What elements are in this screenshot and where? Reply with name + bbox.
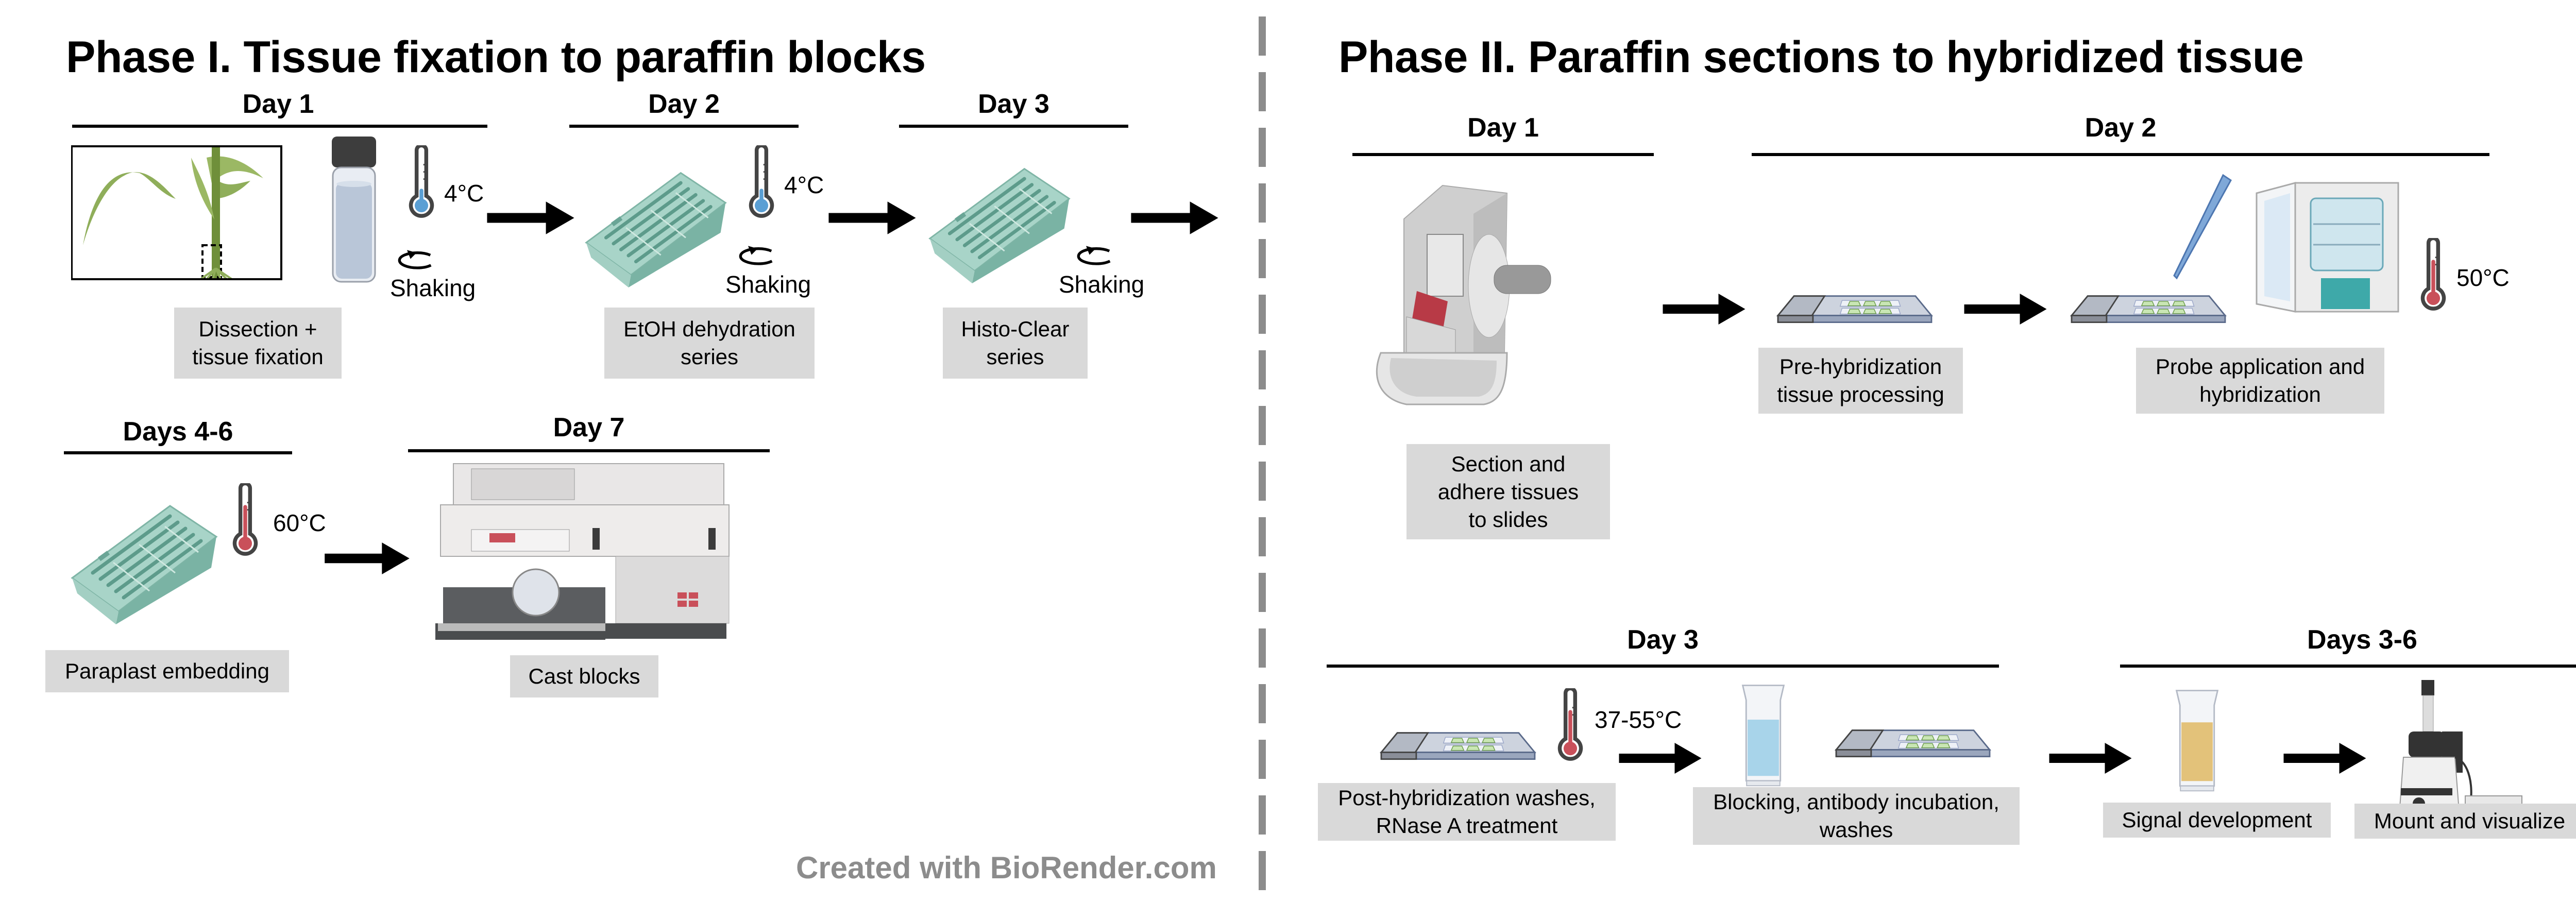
phase1-step3-label: Histo-Clear series [943,308,1088,379]
thermometer-hot-icon [2419,238,2448,315]
label-line: adhere tissues [1437,479,1579,504]
label-line: Histo-Clear [961,317,1070,341]
phase2-day3-rule [1327,665,1999,668]
shaking-icon [397,246,438,271]
phase1-step2-label: EtOH dehydration series [604,308,815,379]
label-line: Probe application and [2155,354,2365,379]
shaking-icon [738,242,779,267]
label-line: tissue fixation [192,345,324,369]
phase2-step3-label: Probe application and hybridization [2136,348,2384,414]
label-line: Post-hybridization washes, [1338,786,1596,810]
embedding-station-icon [435,463,750,640]
phase2-step4-label: Post-hybridization washes, RNase A treat… [1318,783,1616,841]
arrow-icon [1662,291,1747,327]
label-line: Signal development [2122,808,2312,832]
phase2-day3-heading: Day 3 [1627,625,1699,655]
cassette-icon [67,501,222,624]
phase1-day7-rule [408,449,770,452]
phase2-day2-temperature: 50°C [2456,264,2510,291]
phase2-day1-rule [1352,153,1654,156]
staining-jar-yellow-icon [2173,684,2222,795]
label-line: series [986,345,1044,369]
arrow-icon [2048,740,2133,776]
label-line: Section and [1451,451,1566,476]
phase1-day4-6-temperature: 60°C [273,509,326,536]
incubator-icon [2254,182,2403,313]
label-line: EtOH dehydration [623,317,795,341]
phase1-day1-rule [72,125,487,128]
phase2-day2-heading: Day 2 [2084,113,2157,143]
phase2-day3-6-rule [2120,665,2576,668]
pipette-icon [2173,174,2232,280]
arrow-icon [487,199,574,237]
phase2-step6-label: Signal development [2103,803,2331,838]
phase2-step1-label: Section and adhere tissues to slides [1406,444,1610,539]
label-line: hybridization [2199,382,2321,406]
cassette-icon [581,168,731,287]
label-line: Pre-hybridization [1779,354,1942,379]
phase2-step7-label: Mount and visualize [2354,804,2576,839]
thermometer-cold-icon [747,145,776,223]
shaking-icon [1076,242,1117,267]
label-line: washes [1819,818,1893,842]
label-line: RNase A treatment [1376,813,1558,838]
phase1-day1-heading: Day 1 [242,89,314,119]
phase1-day2-condition: Shaking [725,271,811,298]
phase1-step4-label: Paraplast embedding [45,650,289,692]
phase2-day2-rule [1752,153,2489,156]
slide-icon [2063,294,2233,328]
phase1-day2-temperature: 4°C [784,172,824,198]
phase1-step1-label: Dissection + tissue fixation [174,308,342,379]
arrow-icon [325,540,410,577]
arrow-icon [1618,740,1703,776]
arrow-icon [1963,291,2048,327]
maize-plant-icon [71,145,282,280]
phase1-day3-rule [899,125,1128,128]
phase1-day1-condition: Shaking [390,275,476,301]
biorender-watermark: Created with BioRender.com [796,850,1217,885]
phase1-step5-label: Cast blocks [510,655,658,697]
label-line: Paraplast embedding [65,659,269,683]
phase1-day3-condition: Shaking [1059,271,1145,298]
cassette-icon [925,164,1074,283]
arrow-icon [2282,740,2367,776]
phase-divider [1259,16,1266,892]
phase1-day7-heading: Day 7 [553,413,625,443]
phase2-day3-6-heading: Days 3-6 [2307,625,2417,655]
phase1-day4-6-rule [64,451,292,454]
thermometer-cold-icon [407,145,436,223]
slide-icon [1828,728,1998,762]
phase1-day2-rule [569,125,799,128]
arrow-icon [828,199,916,237]
label-line: tissue processing [1777,382,1944,406]
phase2-step2-label: Pre-hybridization tissue processing [1758,348,1963,414]
label-line: series [680,345,739,369]
slide-icon [1770,294,1940,328]
thermometer-hot-icon [231,483,260,560]
vial-icon [326,137,382,286]
phase2-day1-heading: Day 1 [1467,113,1539,143]
thermometer-hot-icon [1556,688,1585,765]
phase1-day4-6-heading: Days 4-6 [123,417,233,447]
phase1-day2-heading: Day 2 [648,89,720,119]
slide-icon [1373,730,1543,764]
phase2-title: Phase II. Paraffin sections to hybridize… [1338,32,2304,82]
phase1-title: Phase I. Tissue fixation to paraffin blo… [66,32,926,82]
phase1-day3-heading: Day 3 [978,89,1049,119]
label-line: to slides [1468,507,1548,532]
phase2-day3-temperature: 37-55°C [1595,706,1682,733]
phase1-day1-temperature: 4°C [444,180,484,207]
staining-jar-blue-icon [1739,679,1788,790]
label-line: Mount and visualize [2374,809,2566,833]
label-line: Blocking, antibody incubation, [1713,790,1999,814]
phase2-step5-label: Blocking, antibody incubation, washes [1693,787,2020,845]
label-line: Dissection + [198,317,317,341]
microtome-icon [1365,183,1654,410]
arrow-icon [1131,199,1218,237]
label-line: Cast blocks [528,664,640,688]
